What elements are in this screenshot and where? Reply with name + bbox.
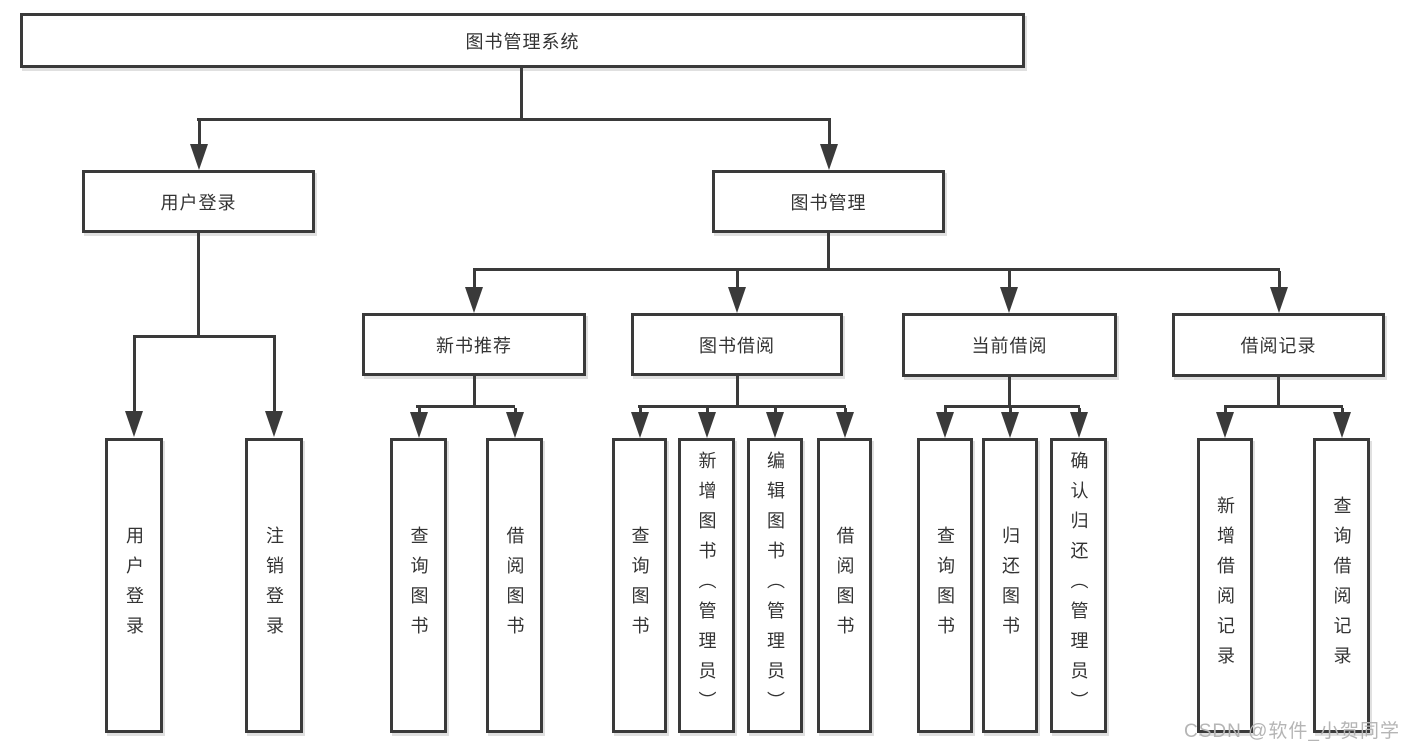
- leaf-add-books-admin: 新增图书（管理员）: [678, 438, 735, 733]
- arrow-down-icon: [836, 408, 854, 438]
- arrow-down-icon: [766, 408, 784, 438]
- leaf-return-books: 归还图书: [982, 438, 1038, 733]
- node-label: 归还图书: [1000, 525, 1020, 646]
- arrow-down-icon: [1000, 271, 1018, 313]
- leaf-edit-books-admin: 编辑图书（管理员）: [747, 438, 803, 733]
- leaf-user-login: 用户登录: [105, 438, 163, 733]
- arrow-down-icon: [1001, 408, 1019, 438]
- node-label: 用户登录: [160, 192, 237, 213]
- connector-hline: [638, 405, 846, 408]
- node-book-management: 图书管理: [712, 170, 945, 233]
- arrow-down-icon: [1070, 408, 1088, 438]
- node-label: 查询图书: [408, 525, 429, 646]
- leaf-borrow-books-recommend: 借阅图书: [486, 438, 543, 733]
- node-label: 查询借阅记录: [1331, 495, 1352, 676]
- node-label: 新增图书（管理员）: [696, 450, 717, 721]
- node-user-login: 用户登录: [82, 170, 315, 233]
- node-label: 新书推荐: [436, 335, 512, 356]
- node-label: 确认归还（管理员）: [1068, 450, 1089, 721]
- connector-vline: [827, 233, 830, 270]
- connector-hline: [1224, 405, 1343, 408]
- connector-hline: [133, 335, 276, 338]
- connector-vline: [520, 68, 523, 118]
- connector-vline: [1008, 377, 1011, 407]
- arrow-down-icon: [820, 121, 838, 170]
- node-borrowing-records: 借阅记录: [1172, 313, 1385, 377]
- node-label: 图书管理系统: [465, 31, 580, 52]
- arrow-down-icon: [125, 338, 143, 437]
- node-label: 图书管理: [790, 192, 867, 213]
- connector-hline: [416, 405, 515, 408]
- node-label: 用户登录: [124, 525, 144, 646]
- leaf-add-borrow-record: 新增借阅记录: [1197, 438, 1253, 733]
- arrow-down-icon: [728, 271, 746, 313]
- arrow-down-icon: [410, 408, 428, 438]
- node-label: 图书借阅: [699, 335, 775, 356]
- leaf-borrow-books-borrowing: 借阅图书: [817, 438, 872, 733]
- connector-vline: [197, 233, 200, 337]
- connector-hline: [197, 118, 831, 121]
- leaf-query-books-recommend: 查询图书: [390, 438, 447, 733]
- connector-vline: [473, 376, 476, 407]
- node-label: 当前借阅: [971, 336, 1048, 356]
- connector-vline: [736, 376, 739, 407]
- arrow-down-icon: [190, 121, 208, 170]
- node-label: 借阅图书: [504, 525, 525, 646]
- node-new-book-recommendation: 新书推荐: [362, 313, 586, 376]
- arrow-down-icon: [465, 271, 483, 313]
- csdn-watermark: CSDN @软件_小贺同学: [1184, 721, 1400, 742]
- leaf-logout: 注销登录: [245, 438, 303, 733]
- arrow-down-icon: [1216, 408, 1234, 438]
- node-book-borrowing: 图书借阅: [631, 313, 843, 376]
- arrow-down-icon: [506, 408, 524, 438]
- node-label: 编辑图书（管理员）: [765, 450, 785, 721]
- node-label: 注销登录: [264, 525, 284, 646]
- node-library-management-system: 图书管理系统: [20, 13, 1025, 68]
- connector-hline: [473, 268, 1280, 271]
- node-label: 查询图书: [935, 525, 955, 646]
- node-label: 借阅图书: [834, 525, 855, 646]
- arrow-down-icon: [936, 408, 954, 438]
- leaf-query-books-current: 查询图书: [917, 438, 973, 733]
- arrow-down-icon: [1270, 271, 1288, 313]
- node-label: 新增借阅记录: [1215, 495, 1235, 676]
- connector-vline: [1277, 377, 1280, 407]
- node-current-borrowing: 当前借阅: [902, 313, 1117, 377]
- node-label: 查询图书: [629, 525, 650, 646]
- connector-hline: [944, 405, 1080, 408]
- arrow-down-icon: [698, 408, 716, 438]
- arrow-down-icon: [631, 408, 649, 438]
- leaf-query-books-borrowing: 查询图书: [612, 438, 667, 733]
- arrow-down-icon: [265, 338, 283, 437]
- node-label: 借阅记录: [1240, 336, 1317, 356]
- leaf-confirm-return-admin: 确认归还（管理员）: [1050, 438, 1107, 733]
- arrow-down-icon: [1333, 408, 1351, 438]
- leaf-query-borrow-record: 查询借阅记录: [1313, 438, 1370, 733]
